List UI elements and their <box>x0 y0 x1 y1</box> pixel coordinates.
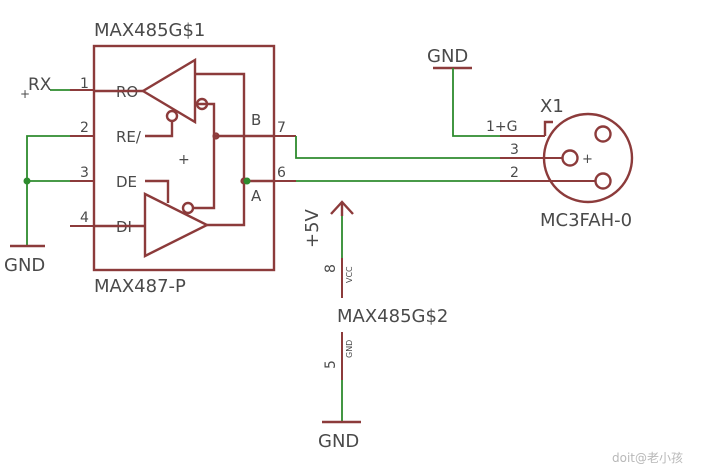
re-enable-line <box>145 121 174 138</box>
a-junction <box>243 177 251 185</box>
receiver-in-b <box>195 102 216 136</box>
pin-num-4: 4 <box>80 210 89 226</box>
net-b-wire <box>295 136 548 159</box>
receiver-inv-bubble <box>195 97 209 111</box>
origin-cross: + <box>178 152 190 168</box>
pin-label-re: RE/ <box>116 128 142 146</box>
driver-buffer <box>143 192 210 258</box>
pin-label-b: B <box>251 111 261 129</box>
connector-name: X1 <box>540 96 564 117</box>
rx-label: RX <box>28 75 52 95</box>
pin-num-3: 3 <box>80 165 89 181</box>
pin-label-de: DE <box>116 173 137 191</box>
pin-num-7: 7 <box>277 120 286 136</box>
gnd-junction <box>23 177 31 185</box>
part-name-u1: MAX485G$1 <box>94 20 205 41</box>
connector-pin-label-3: 3 <box>510 142 519 158</box>
vcc-label: +5V <box>302 208 323 248</box>
connector-pin-bot <box>594 172 612 190</box>
connector-pin-top <box>594 125 612 143</box>
vcc-pin-num: 8 <box>323 264 339 273</box>
driver-out-b <box>193 136 216 210</box>
internal-junction-b <box>212 132 220 140</box>
watermark: doit@老小孩 <box>612 451 683 465</box>
connector-pin-mid <box>561 149 579 167</box>
pin-num-6: 6 <box>277 165 286 181</box>
pin-label-a: A <box>251 187 262 205</box>
pin-num-2: 2 <box>80 120 89 136</box>
connector-pin-label-1: 1+G <box>486 119 518 135</box>
gnd-label-bottom: GND <box>318 431 359 452</box>
connector-origin-cross: + <box>582 152 593 167</box>
connector-value: MC3FAH-0 <box>540 210 632 231</box>
part-value-u1: MAX487-P <box>94 276 186 297</box>
rx-origin-cross: + <box>20 87 30 101</box>
receiver-in-a <box>195 72 246 181</box>
gnd-label-top: GND <box>427 46 468 67</box>
connector-gnd-wire <box>452 68 500 137</box>
re-enable-bubble <box>165 109 179 123</box>
driver-inv-bubble <box>181 201 195 215</box>
receiver-buffer <box>140 57 197 125</box>
driver-out-a <box>207 181 246 227</box>
pin-num-1: 1 <box>80 76 89 92</box>
gnd-label-left: GND <box>4 255 45 276</box>
part-name-u2: MAX485G$2 <box>337 306 448 327</box>
gnd-pin-num: 5 <box>323 360 339 369</box>
connector-pin-label-2: 2 <box>510 165 519 181</box>
ic-body <box>92 44 276 272</box>
driver-enable-line <box>145 179 170 203</box>
vcc-pin-label: VCC <box>345 266 354 283</box>
gnd-pin-label: GND <box>345 340 354 358</box>
connector-key <box>543 120 553 136</box>
re-gnd-wire <box>26 135 70 246</box>
